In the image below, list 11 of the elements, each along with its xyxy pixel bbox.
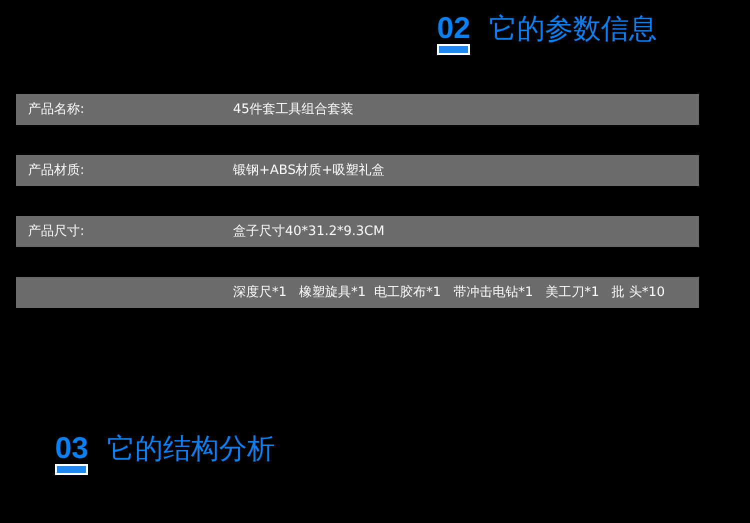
- table-cell: 锻钢+ABS材质+吸塑礼盒: [233, 162, 385, 179]
- table-cell: 45件套工具组合套装: [233, 101, 354, 118]
- table-cell: 产品名称:: [28, 101, 84, 118]
- section-title: 它的结构分析: [107, 432, 275, 466]
- table-cell: 深度尺*1 橡塑旋具*1 电工胶布*1 带冲击电钻*1 美工刀*1 批 头*10: [233, 284, 665, 301]
- section-title: 它的参数信息: [489, 12, 657, 46]
- section-number: 03: [55, 432, 88, 466]
- section-number: 02: [437, 12, 470, 46]
- table-cell: 盒子尺寸40*31.2*9.3CM: [233, 223, 384, 240]
- table-cell: 产品尺寸:: [28, 223, 84, 240]
- table-cell: 产品材质:: [28, 162, 84, 179]
